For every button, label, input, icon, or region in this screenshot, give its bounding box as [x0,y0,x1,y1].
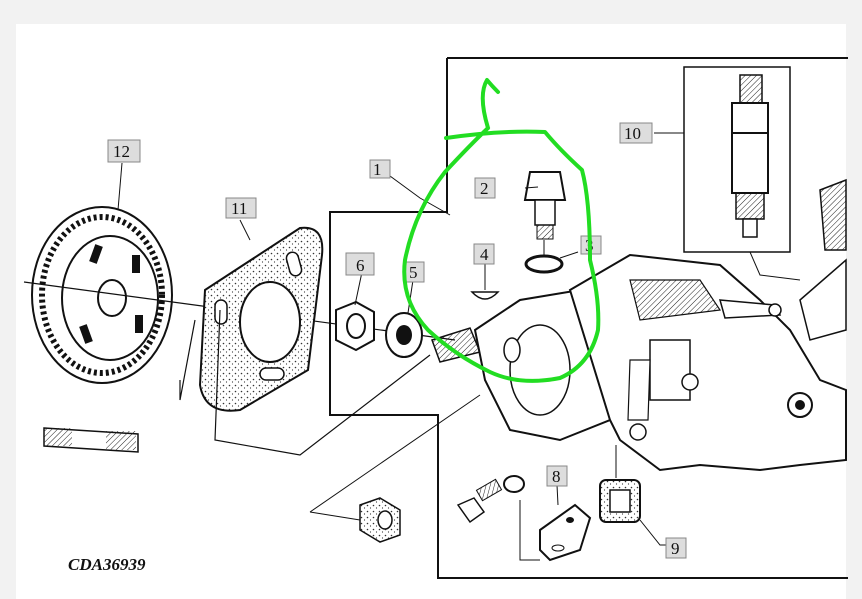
callout-9: 9 [665,537,687,559]
stud-part [43,427,139,453]
gasket-bracket-line [214,309,431,456]
bracket-part [599,479,641,523]
callout-1-label: 1 [373,160,382,179]
hand-drawn-annotation [402,78,601,383]
callout-4-label: 4 [480,245,489,264]
callout-6-label: 6 [356,256,365,275]
retaining-plate-part [539,503,592,562]
gasket-plate-part [198,226,324,412]
injector-inset [683,66,791,253]
assembly-frame [329,57,848,579]
callout-9-label: 9 [671,539,680,558]
callout-12: 12 [107,139,141,163]
callout-4: 4 [473,243,495,265]
flange-nut-part [359,497,401,543]
sealing-washer-part [524,254,564,274]
timing-gear-part [31,206,173,384]
drawing-code: CDA36939 [68,555,146,574]
bolt-part [456,475,525,524]
woodruff-key-part [470,291,500,300]
gear-bracket-line [179,319,196,401]
callout-5-label: 5 [409,263,418,282]
callout-5: 5 [403,261,425,283]
callout-10: 10 [619,122,653,144]
callout-10-label: 10 [624,124,641,143]
lock-washer-part [385,312,423,358]
callout-2: 2 [474,177,496,199]
pump-body-part [431,178,847,472]
callout-6: 6 [345,252,375,276]
callout-8: 8 [546,465,568,487]
callout-11: 11 [225,197,257,219]
callout-11-label: 11 [231,199,247,218]
callout-12-label: 12 [113,142,130,161]
nut-part [335,300,375,352]
callout-1: 1 [369,159,391,179]
callout-8-label: 8 [552,467,561,486]
callout-2-label: 2 [480,179,489,198]
fitting-part [523,171,567,240]
